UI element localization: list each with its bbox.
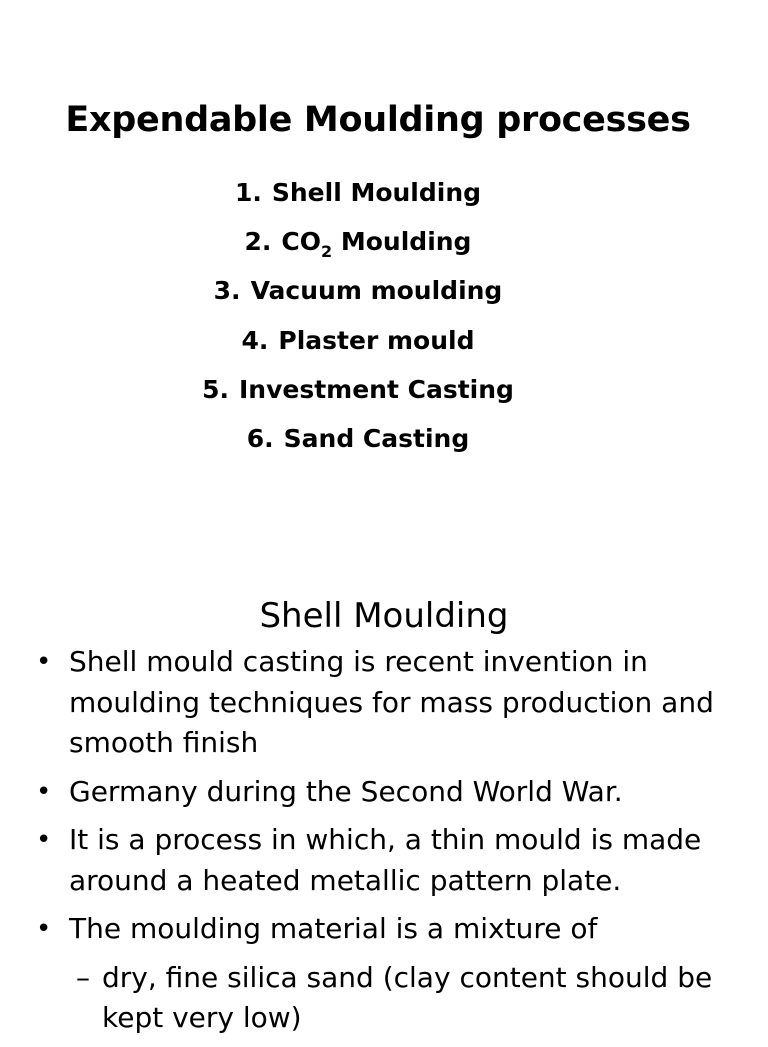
item-text: Vacuum moulding: [250, 276, 503, 306]
list-item: 2. CO2 Moulding: [0, 217, 716, 266]
item-text: Sand Casting: [283, 423, 470, 453]
item-number: 5.: [202, 374, 229, 404]
bullet-marker: •: [36, 647, 52, 677]
item-text: Investment Casting: [238, 374, 514, 404]
item-text-prefix: CO: [281, 227, 322, 257]
slide-expendable-moulding: Expendable Moulding processes 1. Shell Mo…: [0, 0, 768, 512]
bullet-item: • It is a process in which, a thin mould…: [36, 820, 756, 901]
sub-bullet-item: – dry, fine silica sand (clay content sh…: [36, 958, 756, 1039]
sub-bullet-text: dry, fine silica sand (clay content shou…: [102, 960, 713, 1035]
bullet-marker: •: [36, 825, 52, 855]
bullet-item: • Shell mould casting is recent inventio…: [36, 642, 756, 764]
bullet-marker: •: [36, 914, 52, 944]
slide-title: Shell Moulding: [259, 596, 509, 636]
item-number: 3.: [213, 276, 241, 306]
sub-bullet-marker: –: [76, 960, 90, 994]
item-number: 4.: [241, 325, 269, 355]
item-number: 1.: [234, 178, 262, 207]
bullet-text: The moulding material is a mixture of: [69, 912, 598, 945]
bullet-item: • The moulding material is a mixture of: [36, 909, 756, 950]
bullet-marker: •: [36, 776, 52, 807]
bullet-text: It is a process in which, a thin mould i…: [69, 823, 702, 897]
item-text: Plaster mould: [278, 325, 475, 355]
item-text: Shell Moulding: [271, 178, 482, 207]
bullet-item: • Germany during the Second World War.: [36, 772, 756, 813]
slide-title: Expendable Moulding processes: [65, 100, 691, 140]
bullet-text: Germany during the Second World War.: [69, 774, 623, 808]
item-number: 6.: [246, 423, 274, 453]
bullet-list: • Shell mould casting is recent inventio…: [36, 642, 756, 1047]
list-item: 1. Shell Moulding: [0, 168, 716, 217]
item-subscript: 2: [321, 242, 333, 262]
list-item: 3. Vacuum moulding: [0, 266, 716, 315]
slide-shell-moulding: Shell Moulding • Shell mould casting is …: [0, 512, 768, 1034]
list-item: 4. Plaster mould: [0, 316, 716, 365]
item-number: 2.: [244, 227, 272, 257]
bullet-text: Shell mould casting is recent invention …: [69, 645, 714, 759]
process-list: 1. Shell Moulding 2. CO2 Moulding 3. Vacuum…: [0, 168, 716, 463]
list-item: 6. Sand Casting: [0, 414, 716, 463]
list-item: 5. Investment Casting: [0, 365, 716, 414]
item-text: Moulding: [332, 227, 472, 257]
